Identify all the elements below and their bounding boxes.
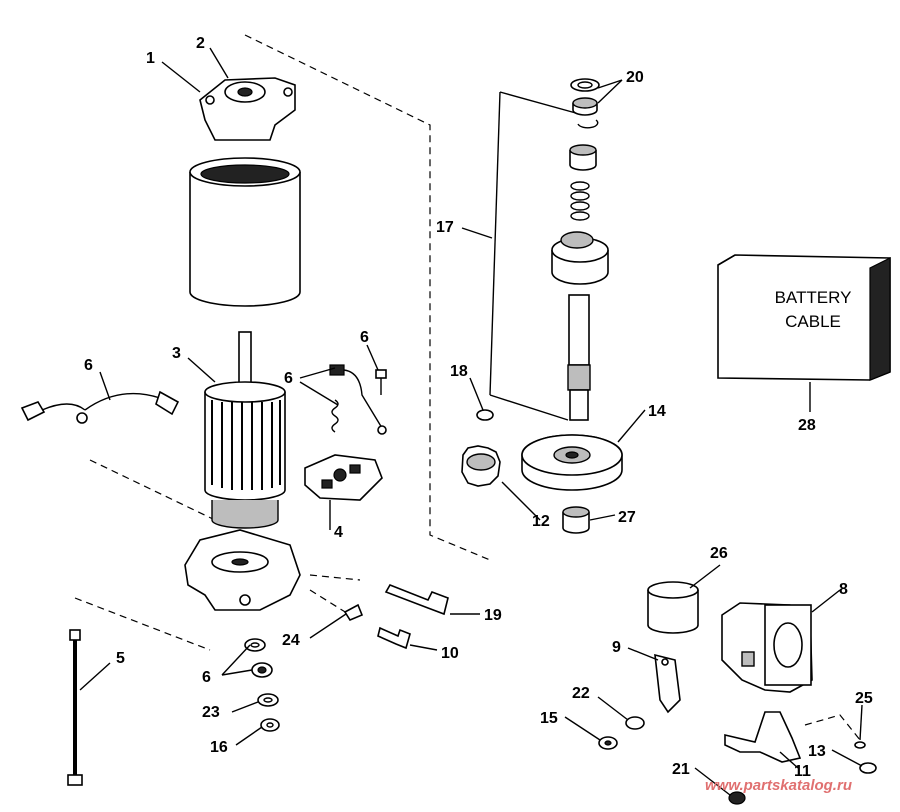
- washer-25: [854, 741, 866, 749]
- callout-18: 18: [450, 363, 468, 380]
- callout-15: 15: [540, 710, 558, 727]
- nut-16: [260, 718, 280, 732]
- battery-label-line1: BATTERY: [775, 288, 852, 307]
- anti-drift-spring: [570, 181, 590, 221]
- callout-17: 17: [436, 219, 454, 236]
- drive-shaft: [567, 294, 591, 421]
- retaining-ring: [570, 78, 600, 92]
- retainer-18: [476, 409, 494, 421]
- callout-28: 28: [798, 417, 816, 434]
- brush-screw: [375, 369, 387, 395]
- bolt-19: [384, 584, 449, 616]
- bushing-27: [562, 506, 590, 534]
- callout-16: 16: [210, 739, 228, 756]
- callout-6a: 6: [84, 357, 93, 374]
- large-gear: [521, 434, 623, 491]
- callout-5: 5: [116, 650, 125, 667]
- thrust-collar: [572, 97, 598, 116]
- callout-2: 2: [196, 35, 205, 52]
- battery-cable-box: [717, 254, 891, 381]
- callout-4: 4: [334, 524, 343, 541]
- watermark: www.partskatalog.ru: [705, 777, 852, 794]
- callout-13: 13: [808, 743, 826, 760]
- callout-12: 12: [532, 513, 550, 530]
- callout-6b: 6: [284, 370, 293, 387]
- callout-22: 22: [572, 685, 590, 702]
- drive-pinion: [551, 231, 609, 285]
- bushing: [569, 144, 597, 171]
- callout-27: 27: [618, 509, 636, 526]
- callout-8: 8: [839, 581, 848, 598]
- nut-21: [728, 791, 746, 805]
- callout-20: 20: [626, 69, 644, 86]
- through-bolt: [67, 629, 83, 786]
- callout-numbers: 1 2 3 4 5 6 6 6 6 8 9 10 11 12 13 14 15 …: [84, 35, 873, 780]
- callout-10: 10: [441, 645, 459, 662]
- armature: [204, 331, 286, 529]
- battery-label-line2: CABLE: [785, 312, 841, 331]
- solenoid: [721, 602, 813, 693]
- brush-holder-plate: [304, 454, 383, 501]
- leader-lines: [79, 47, 863, 796]
- callout-11: 11: [794, 763, 811, 780]
- washer-23: [257, 693, 279, 707]
- drive-assembly-bracket: [489, 91, 584, 421]
- callout-3: 3: [172, 345, 181, 362]
- nut-13: [859, 762, 877, 774]
- callout-14: 14: [648, 403, 666, 420]
- brush-lead: [20, 390, 180, 424]
- callout-23: 23: [202, 704, 220, 721]
- callout-25: 25: [855, 690, 873, 707]
- callout-1: 1: [146, 50, 155, 67]
- washer-22: [625, 716, 645, 730]
- assembly-dashed-lines: [74, 34, 861, 741]
- commutator-end-cap: [184, 529, 301, 611]
- strap-9: [654, 653, 681, 714]
- nut-6: [251, 662, 273, 678]
- pinion-gear: [461, 445, 501, 487]
- drive-end-cap: [199, 77, 296, 141]
- washer-24: [343, 603, 364, 621]
- callout-19: 19: [484, 607, 502, 624]
- callout-21: 21: [672, 761, 690, 778]
- callout-9: 9: [612, 639, 621, 656]
- solenoid-sleeve: [647, 581, 699, 634]
- callout-6c: 6: [360, 329, 369, 346]
- starter-frame: [189, 157, 301, 307]
- callout-24: 24: [282, 632, 300, 649]
- callout-26: 26: [710, 545, 728, 562]
- lock-clip: [577, 119, 599, 129]
- screw-10: [377, 626, 411, 650]
- solenoid-bracket: [724, 711, 802, 763]
- nut-15: [598, 736, 618, 750]
- washer-6: [244, 638, 266, 652]
- callout-6d: 6: [202, 669, 211, 686]
